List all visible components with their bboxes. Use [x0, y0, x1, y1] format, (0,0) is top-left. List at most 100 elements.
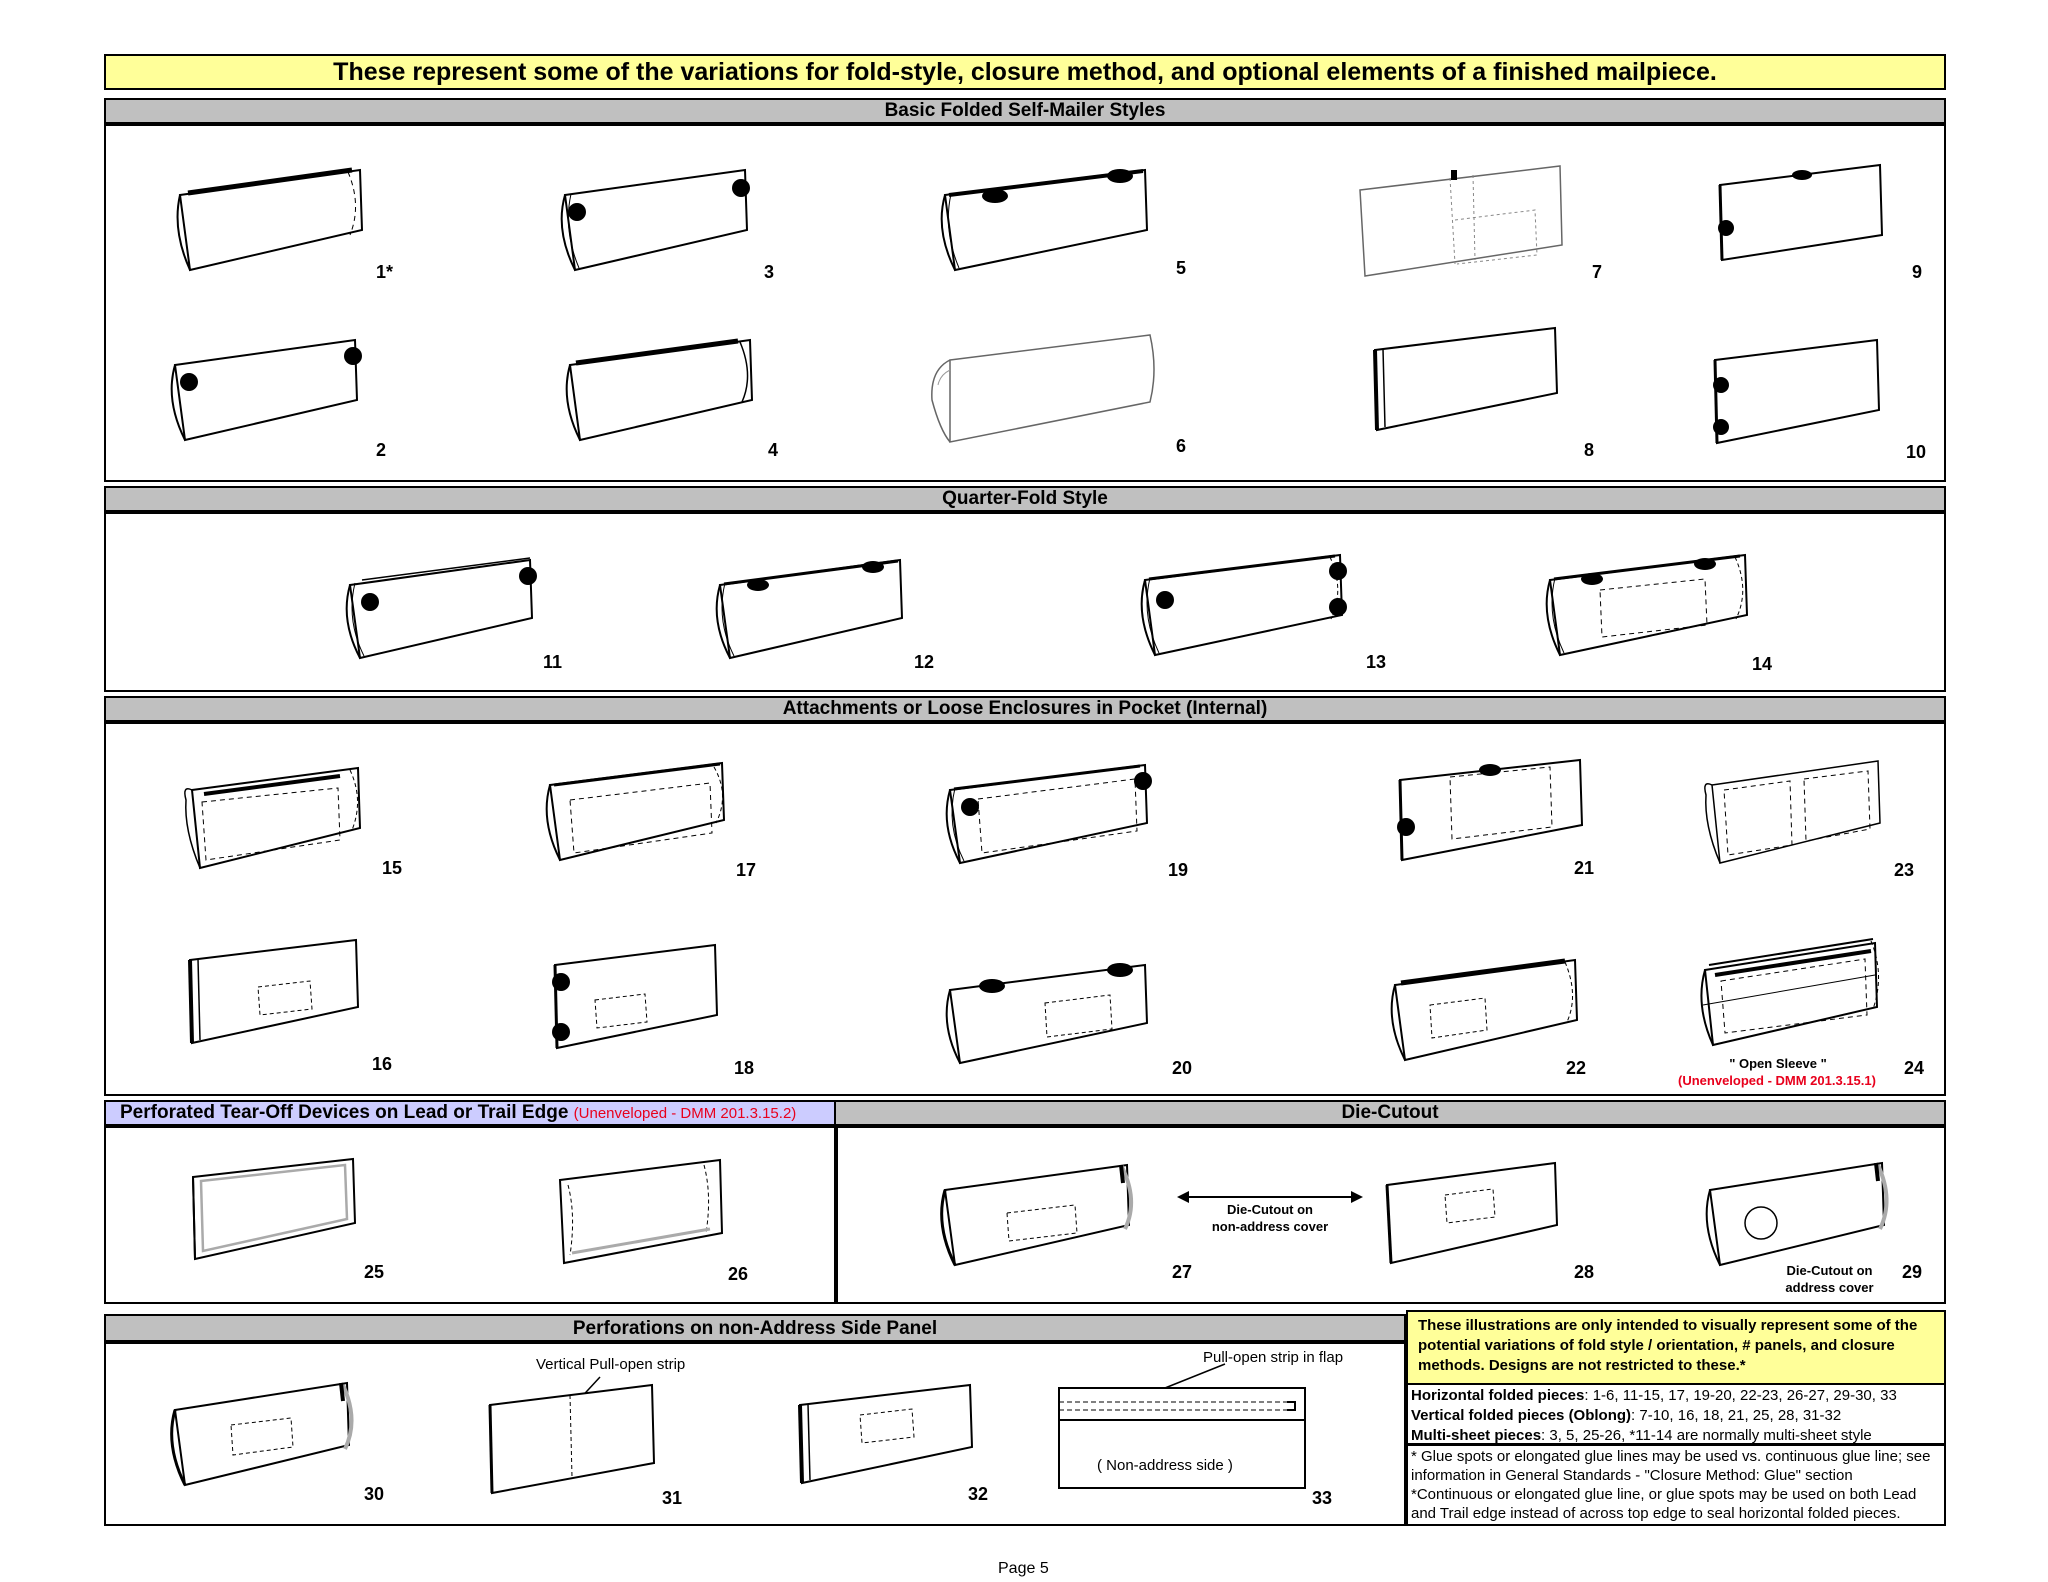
notes-vertical: Vertical folded pieces (Oblong): 7-10, 1… — [1411, 1406, 1941, 1426]
page-banner: These represent some of the variations f… — [104, 54, 1946, 90]
mailpiece-illustration-5 — [940, 168, 1149, 272]
notes-vertical-text: : 7-10, 16, 18, 21, 25, 28, 31-32 — [1631, 1407, 1842, 1424]
caption-open-sleeve: " Open Sleeve " — [1729, 1056, 1827, 1071]
label-23: 23 — [1894, 860, 1915, 880]
mailpiece-illustration-32 — [798, 1383, 974, 1485]
label-5: 5 — [1176, 258, 1187, 278]
label-8: 8 — [1584, 440, 1595, 460]
caption-open-sleeve-note: (Unenveloped - DMM 201.3.15.1) — [1678, 1073, 1876, 1088]
caption-diecut-nonaddress-line2: non-address cover — [1211, 1219, 1329, 1234]
mailpiece-illustration-4 — [565, 338, 754, 442]
mailpiece-illustration-7 — [1359, 165, 1563, 277]
mailpiece-illustration-1 — [176, 167, 364, 272]
section-panel-attachments — [104, 722, 1946, 1096]
label-28: 28 — [1574, 1262, 1595, 1282]
mailpiece-illustration-9 — [1718, 163, 1884, 262]
caption-diecut-nonaddress-line1: Die-Cutout on — [1227, 1202, 1313, 1217]
caption-diecut-nonaddress: Die-Cutout on non-address cover — [1195, 1201, 1345, 1235]
label-33: 33 — [1312, 1488, 1333, 1508]
mailpiece-illustration-19 — [945, 763, 1152, 865]
mailpiece-illustration-2 — [170, 338, 362, 442]
caption-diecut-address-line2: address cover — [1785, 1280, 1874, 1295]
mailpiece-illustration-27 — [940, 1163, 1134, 1267]
mailpiece-illustration-25 — [191, 1157, 357, 1261]
label-12: 12 — [914, 652, 935, 672]
section-header-perforated: Perforated Tear-Off Devices on Lead or T… — [104, 1100, 836, 1126]
label-1: 1* — [376, 262, 394, 282]
mailpiece-illustration-24 — [1700, 938, 1880, 1047]
label-24: 24 — [1904, 1058, 1925, 1078]
caption-diecut-address-line1: Die-Cutout on — [1786, 1263, 1873, 1278]
mailpiece-illustration-22 — [1390, 958, 1579, 1062]
mailpiece-illustration-18 — [552, 943, 719, 1050]
perforated-title: Perforated Tear-Off Devices on Lead or T… — [120, 1102, 569, 1123]
section-panel-quarter — [104, 512, 1946, 692]
page-number: Page 5 — [998, 1560, 1049, 1577]
notes-fold-classification: Horizontal folded pieces: 1-6, 11-15, 17… — [1406, 1385, 1946, 1445]
section-header-nonaddress: Perforations on non-Address Side Panel — [104, 1314, 1406, 1342]
label-19: 19 — [1168, 860, 1189, 880]
notes-vertical-label: Vertical folded pieces (Oblong) — [1411, 1407, 1632, 1424]
mailpiece-illustration-12 — [715, 558, 904, 660]
label-4: 4 — [768, 440, 779, 460]
label-27: 27 — [1172, 1262, 1193, 1282]
caption-pull-open-flap: Pull-open strip in flap — [1203, 1349, 1344, 1366]
label-22: 22 — [1566, 1058, 1587, 1078]
label-21: 21 — [1574, 858, 1595, 878]
mailpiece-illustration-8 — [1373, 326, 1559, 432]
mailpiece-illustration-20 — [945, 963, 1149, 1065]
notes-horizontal-label: Horizontal folded pieces — [1411, 1387, 1585, 1404]
section-panel-basic — [104, 124, 1946, 482]
label-14: 14 — [1752, 654, 1773, 674]
notes-multisheet-text: : 3, 5, 25-26, *11-14 are normally multi… — [1541, 1427, 1872, 1444]
label-2: 2 — [376, 440, 387, 460]
label-7: 7 — [1592, 262, 1603, 282]
mailpiece-illustration-28 — [1385, 1161, 1559, 1265]
notes-horizontal: Horizontal folded pieces: 1-6, 11-15, 17… — [1411, 1386, 1941, 1406]
section-header-quarter: Quarter-Fold Style — [104, 486, 1946, 512]
mailpiece-illustration-11 — [345, 557, 537, 660]
mailpiece-illustration-17 — [545, 761, 726, 862]
label-9: 9 — [1912, 262, 1923, 282]
mailpiece-illustration-13 — [1140, 553, 1347, 657]
mailpiece-illustration-30 — [170, 1381, 354, 1487]
label-20: 20 — [1172, 1058, 1193, 1078]
label-10: 10 — [1906, 442, 1927, 462]
mailpiece-illustration-26 — [558, 1158, 724, 1265]
mailpiece-illustration-14 — [1545, 553, 1749, 657]
label-29: 29 — [1902, 1262, 1923, 1282]
label-17: 17 — [736, 860, 757, 880]
mailpiece-illustration-29 — [1705, 1161, 1889, 1267]
notes-multisheet: Multi-sheet pieces: 3, 5, 25-26, *11-14 … — [1411, 1426, 1941, 1446]
mailpiece-illustration-21 — [1397, 758, 1584, 862]
mailpiece-illustration-10 — [1713, 338, 1881, 445]
mailpiece-illustration-31 — [488, 1376, 656, 1495]
mailpiece-illustration-23 — [1704, 760, 1881, 864]
label-32: 32 — [968, 1484, 989, 1504]
double-arrow-icon — [1177, 1191, 1363, 1203]
notes-footnotes: * Glue spots or elongated glue lines may… — [1406, 1445, 1946, 1526]
mailpiece-illustration-3 — [560, 168, 750, 272]
caption-non-address-side: ( Non-address side ) — [1097, 1457, 1233, 1474]
label-11: 11 — [543, 652, 563, 672]
notes-multisheet-label: Multi-sheet pieces — [1411, 1427, 1542, 1444]
section-header-basic: Basic Folded Self-Mailer Styles — [104, 98, 1946, 124]
section-header-attachments: Attachments or Loose Enclosures in Pocke… — [104, 696, 1946, 722]
label-6: 6 — [1176, 436, 1187, 456]
section-panel-nonaddress — [104, 1342, 1406, 1526]
mailpiece-illustration-6 — [931, 334, 1155, 443]
label-18: 18 — [734, 1058, 755, 1078]
label-3: 3 — [764, 262, 775, 282]
label-26: 26 — [728, 1264, 749, 1284]
label-13: 13 — [1366, 652, 1387, 672]
section-panel-diecut — [834, 1126, 1946, 1304]
label-15: 15 — [382, 858, 403, 878]
label-16: 16 — [372, 1054, 393, 1074]
perforated-note: (Unenveloped - DMM 201.3.15.2) — [573, 1105, 797, 1122]
caption-diecut-address: Die-Cutout on address cover — [1772, 1262, 1887, 1296]
label-30: 30 — [364, 1484, 385, 1504]
mailpiece-illustration-16 — [188, 938, 360, 1045]
caption-vertical-strip: Vertical Pull-open strip — [536, 1356, 686, 1373]
mailpiece-illustration-33 — [1058, 1363, 1306, 1489]
notes-footnote-2: *Continuous or elongated glue line, or g… — [1411, 1486, 1917, 1522]
